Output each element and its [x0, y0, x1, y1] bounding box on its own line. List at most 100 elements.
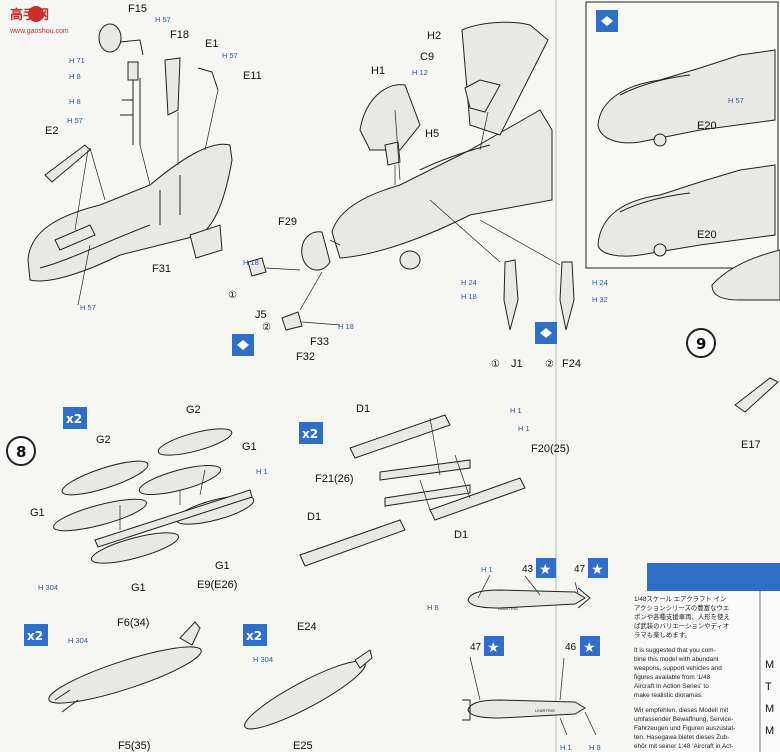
inset-panel [585, 1, 779, 269]
wheel-part [98, 23, 122, 53]
part-label-F24: F24 [562, 358, 581, 370]
bomb-bottom: LEARTRIG [462, 699, 586, 721]
svg-text:x2: x2 [246, 629, 262, 643]
part-label-H32: H 32 [592, 295, 608, 304]
decal-number-43: 43 [522, 564, 534, 575]
svg-text:1/48スケール エアクラフト イン: 1/48スケール エアクラフト イン [634, 595, 726, 603]
bomb-top: LEARTRIG [467, 587, 591, 611]
part-label-F29: F29 [278, 216, 297, 228]
svg-text:M: M [765, 659, 774, 671]
svg-text:★: ★ [591, 562, 604, 578]
part-label-G2a: G2 [186, 404, 201, 416]
svg-text:T: T [765, 681, 772, 693]
part-label-H57b: H 57 [67, 116, 83, 125]
part-label-H1-bomb-a: H 1 [481, 565, 493, 574]
part-label-H18c: H 18 [461, 292, 477, 301]
step9-wing-part [711, 249, 780, 301]
star-insignia: ★ [580, 636, 600, 656]
svg-text:umfassender Bewaffnung, Servic: umfassender Bewaffnung, Service- [634, 716, 733, 723]
svg-text:M: M [765, 725, 774, 737]
svg-text:weapons, support vehicles and: weapons, support vehicles and [633, 665, 722, 672]
star-insignia: ★ [588, 558, 608, 578]
part-label-H304-tank-b: H 304 [253, 655, 273, 664]
notes-header-bar [647, 563, 780, 591]
svg-text:LEARTRIG: LEARTRIG [535, 708, 555, 713]
x2-badge: x2 [63, 407, 87, 429]
svg-text:ば武装のバリエーションやディオ: ば武装のバリエーションやディオ [634, 621, 729, 630]
svg-text:Aircraft In Action Series' to: Aircraft In Action Series' to [634, 683, 709, 690]
part-label-G1c: G1 [215, 560, 230, 572]
part-label-H8b: H 8 [69, 97, 81, 106]
circled-1-right: ① [491, 359, 500, 370]
part-label-G2b: G2 [96, 434, 111, 446]
notes-english: It is suggested that you com- bine this … [633, 647, 722, 699]
part-label-J1: J1 [511, 358, 523, 370]
part-label-H1: H1 [371, 65, 385, 77]
part-label-E20a: E20 [697, 120, 717, 132]
svg-text:x2: x2 [27, 629, 43, 643]
svg-text:ehör mit seiner 1:48 'Aircraft: ehör mit seiner 1:48 'Aircraft in Act- [634, 743, 733, 750]
view-arrow-icon [535, 322, 557, 344]
svg-text:8: 8 [16, 443, 26, 461]
part-label-G1a: G1 [242, 441, 257, 453]
svg-text:高手网: 高手网 [10, 7, 49, 23]
svg-text:9: 9 [696, 335, 706, 353]
part-label-G1b: G1 [30, 507, 45, 519]
step-9-badge: 9 [686, 328, 716, 358]
step-8-badge: 8 [6, 436, 36, 466]
part-label-H24b: H 24 [592, 278, 608, 287]
part-label-F18: F18 [170, 29, 189, 41]
part-label-F21: F21(26) [315, 473, 354, 485]
svg-text:★: ★ [583, 640, 596, 656]
part-label-H57-inset: H 57 [728, 96, 744, 105]
decal-number-47a: 47 [574, 564, 586, 575]
part-label-H57c: H 57 [222, 51, 238, 60]
part-label-F6: F6(34) [117, 617, 149, 629]
part-label-H8a: H 8 [69, 72, 81, 81]
part-label-F15: F15 [128, 3, 147, 15]
circled-2-right: ② [545, 359, 554, 370]
rear-fuselage-assembly [27, 23, 233, 306]
svg-text:Wir empfehlen, dieses Modell m: Wir empfehlen, dieses Modell mit [634, 707, 728, 714]
x2-badge: x2 [24, 624, 48, 646]
part-label-H71: H 71 [69, 56, 85, 65]
bomb-rack-assembly [53, 428, 255, 564]
circled-2-left: ② [262, 322, 271, 333]
part-label-H304-tank-a: H 304 [68, 636, 88, 645]
step9-part-E17 [734, 377, 779, 413]
part-label-H1-missile-a: H 1 [510, 406, 522, 415]
tank-assembly-right [244, 649, 373, 730]
part-label-F31: F31 [152, 263, 171, 275]
svg-text:make realistic dioramas.: make realistic dioramas. [634, 692, 703, 699]
part-label-C9: C9 [420, 51, 434, 63]
cockpit-assembly [247, 21, 575, 331]
part-label-G1d: G1 [131, 582, 146, 594]
part-label-H57a: H 57 [155, 15, 171, 24]
x2-badge: x2 [299, 422, 323, 444]
part-label-J5: J5 [255, 309, 267, 321]
part-label-E25: E25 [293, 740, 313, 752]
svg-text:Fahrzeugen und Figuren auszust: Fahrzeugen und Figuren auszustat- [634, 725, 735, 732]
svg-text:x2: x2 [66, 412, 82, 426]
view-arrow-icon [232, 334, 254, 356]
tank-assembly-left [48, 621, 202, 713]
part-label-E1: E1 [205, 38, 218, 50]
part-label-H57d: H 57 [80, 303, 96, 312]
part-label-H8-bomb-a: H 8 [427, 603, 439, 612]
svg-text:figures available from '1/48: figures available from '1/48 [634, 674, 711, 681]
part-label-H1-missile-b: H 1 [518, 424, 530, 433]
svg-text:LEARTRIG: LEARTRIG [498, 606, 518, 611]
part-label-H12: H 12 [412, 68, 428, 77]
part-label-E9: E9(E26) [197, 579, 237, 591]
part-label-D1c: D1 [454, 529, 468, 541]
part-label-H24a: H 24 [461, 278, 477, 287]
x2-badge: x2 [243, 624, 267, 646]
part-label-D1b: D1 [307, 511, 321, 523]
svg-text:ポンや各種支援車両、人形を使え: ポンや各種支援車両、人形を使え [634, 612, 730, 621]
part-label-E17: E17 [741, 439, 761, 451]
part-label-H1-step8: H 1 [256, 467, 268, 476]
part-label-F33: F33 [310, 336, 329, 348]
part-label-H2: H2 [427, 30, 441, 42]
